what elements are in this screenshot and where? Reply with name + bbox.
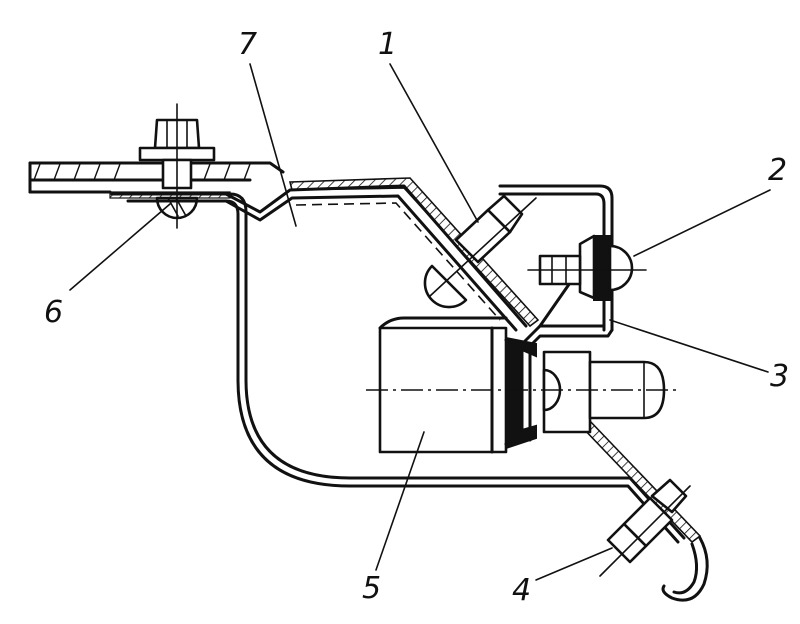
bulb-socket: [542, 350, 666, 434]
leader-lines: [69, 63, 771, 581]
bolt-6: [138, 103, 216, 229]
bolt-4: [599, 478, 691, 577]
leader-2: [633, 189, 771, 257]
bolt-1: [423, 194, 537, 309]
plate-2: [527, 234, 647, 301]
lamp-housing-5: [378, 316, 537, 454]
callout-4: 4: [512, 573, 531, 608]
leader-1: [389, 63, 479, 223]
leader-4: [535, 547, 613, 581]
callout-3: 3: [770, 359, 789, 394]
callout-1: 1: [378, 27, 397, 62]
leader-6: [69, 203, 171, 291]
leader-7: [249, 63, 297, 227]
callout-2: 2: [768, 153, 787, 188]
leader-5: [375, 431, 425, 571]
callout-7: 7: [238, 27, 257, 62]
bracket-7: [110, 177, 686, 544]
callout-5: 5: [362, 571, 381, 606]
callout-6: 6: [44, 295, 63, 330]
leader-3: [609, 319, 769, 373]
